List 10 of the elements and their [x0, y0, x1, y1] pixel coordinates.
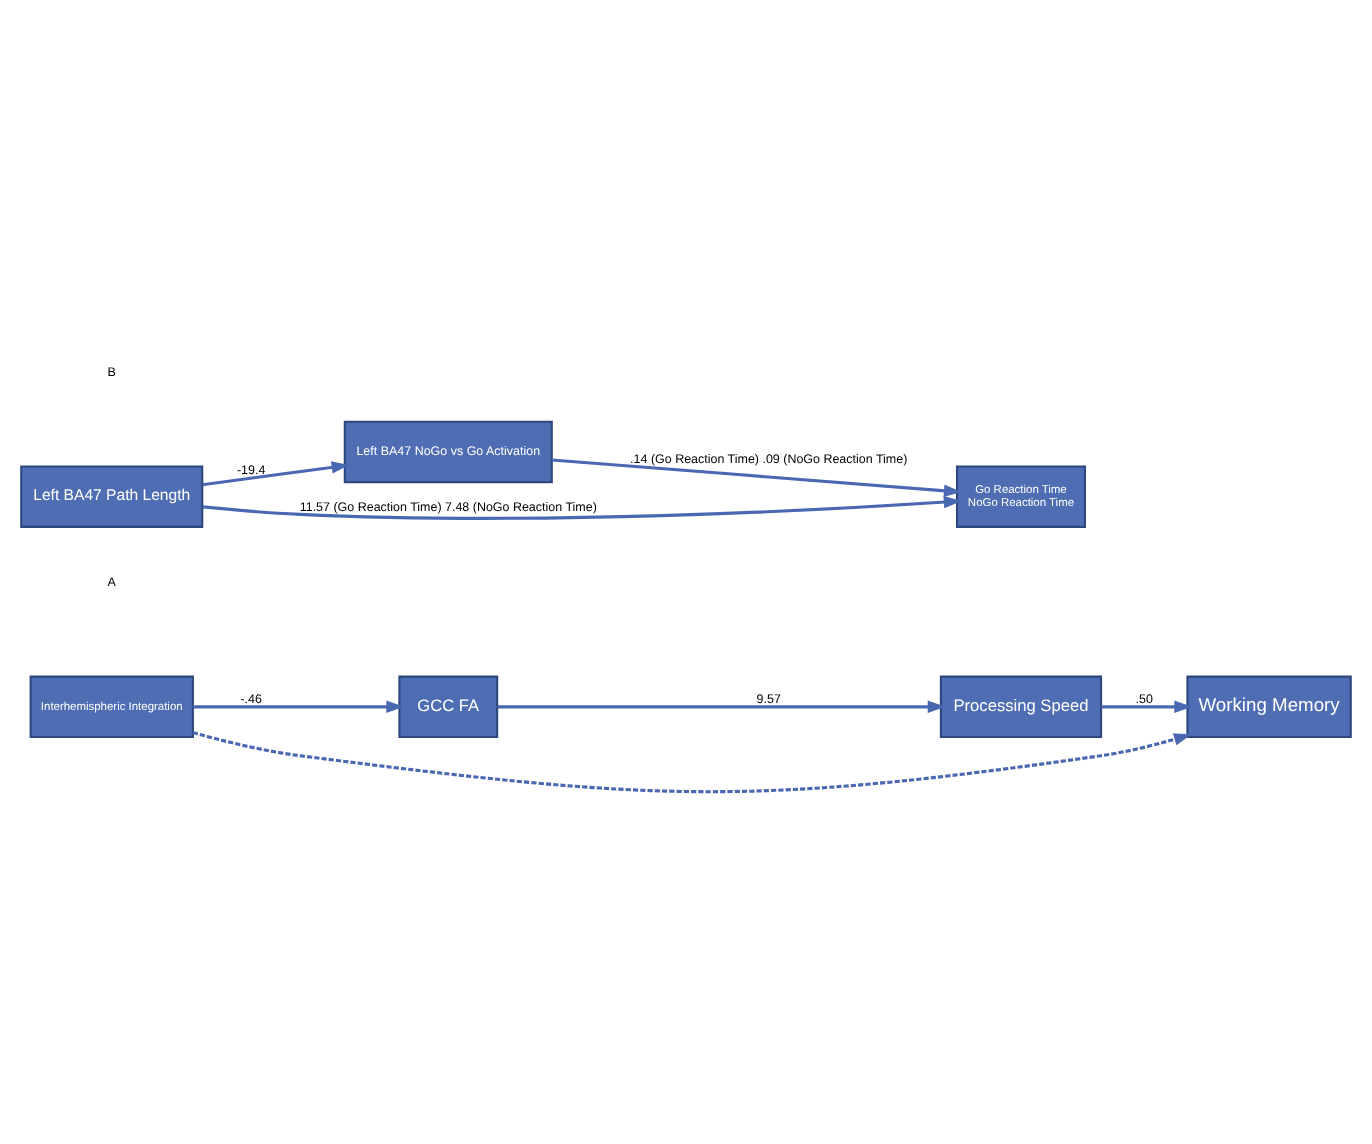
arrow — [192, 730, 1192, 793]
arrow — [497, 699, 946, 713]
arrow — [202, 494, 962, 519]
arrow — [551, 457, 962, 496]
node-box: Processing Speed — [939, 674, 1103, 738]
node-box: Working Memory — [1186, 674, 1352, 738]
arrow — [202, 460, 350, 486]
arrow — [1101, 699, 1193, 713]
node-box: GCC FA — [398, 674, 499, 738]
arrow — [192, 699, 405, 713]
